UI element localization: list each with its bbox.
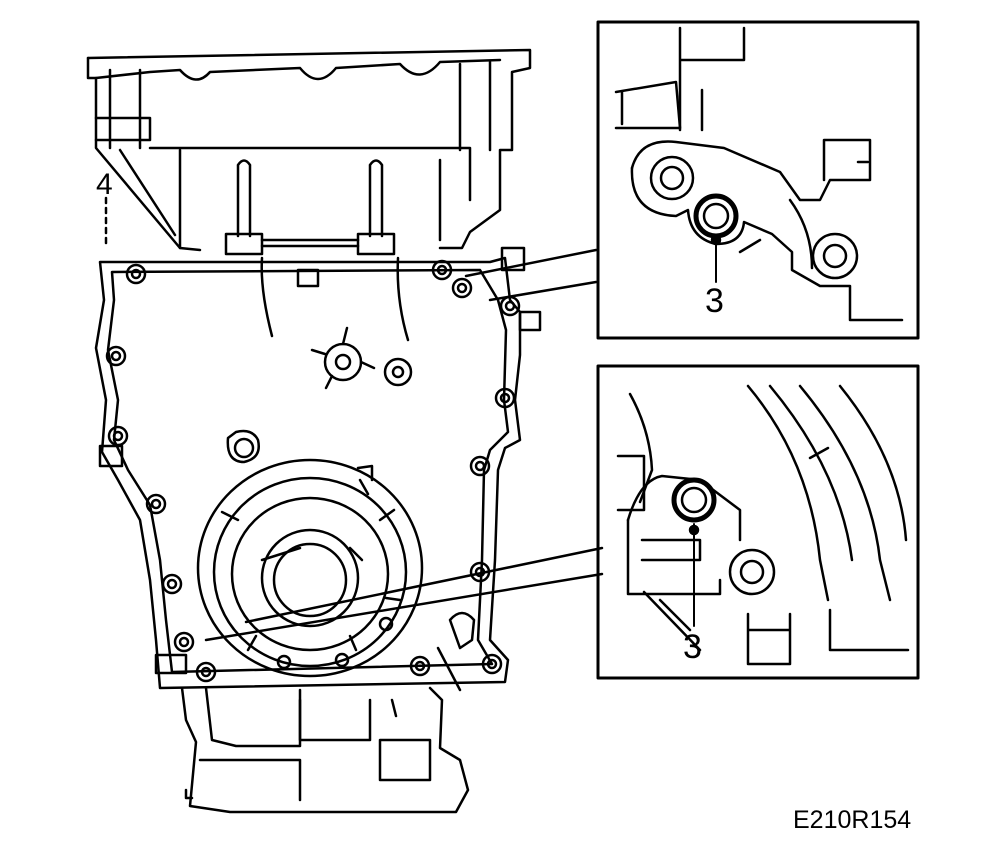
callout-label-3-bottom: 3 <box>683 628 702 666</box>
oil-pan <box>180 611 476 814</box>
engine-block-top <box>86 48 532 256</box>
timing-cover <box>94 246 542 690</box>
callout-label-4: 4 <box>96 168 113 201</box>
detail-box-bottom <box>596 364 920 680</box>
leader-lines <box>104 196 604 642</box>
figure-code-label: E210R154 <box>793 806 912 834</box>
crank-pulley-region <box>196 458 424 678</box>
callout-label-3-top: 3 <box>705 282 724 320</box>
detail-box-top <box>596 20 920 340</box>
